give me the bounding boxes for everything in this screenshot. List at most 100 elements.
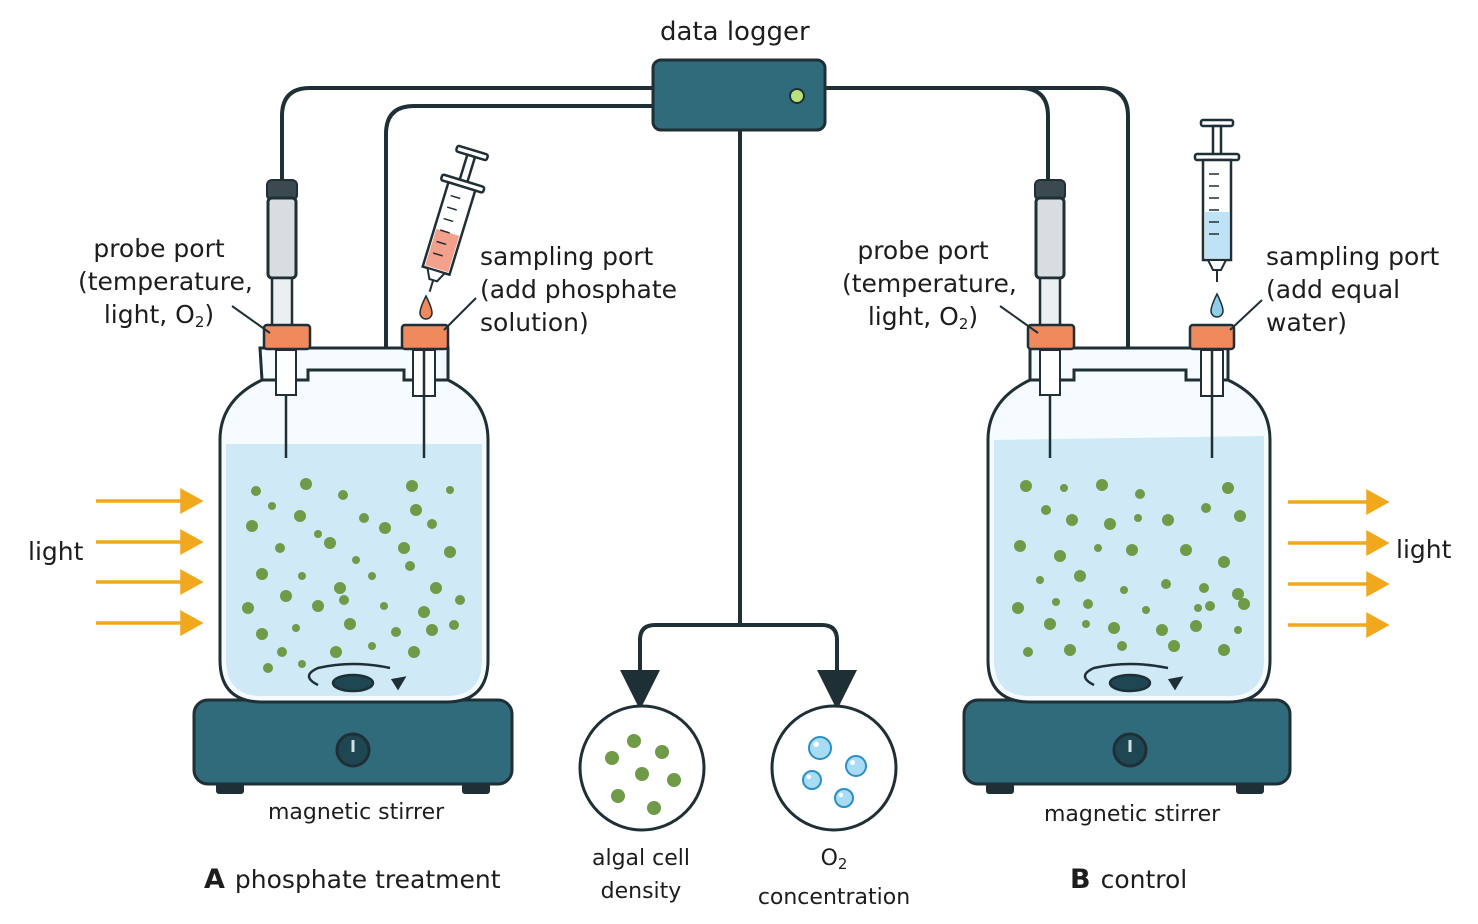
alga-dot [277, 647, 287, 657]
alga-dot [427, 519, 437, 529]
probe-a-icon [266, 179, 298, 458]
o2-bubble-highlight [813, 741, 819, 747]
alga-dot [1044, 618, 1056, 630]
algae-a [242, 478, 465, 673]
alga-dot [1020, 480, 1032, 492]
alga-dot [1023, 647, 1033, 657]
alga-dot [1232, 588, 1244, 600]
alga-dot [1082, 620, 1090, 628]
alga-dot [1104, 518, 1116, 530]
logger-led-icon [789, 88, 805, 104]
cable-b-probe [823, 86, 1050, 185]
alga-dot [1190, 620, 1202, 632]
alga-dot [647, 801, 661, 815]
alga-dot [1234, 626, 1242, 634]
alga-dot [1083, 599, 1093, 609]
probe-b-icon [1034, 179, 1066, 458]
alga-dot [1060, 484, 1068, 492]
alga-dot [1014, 540, 1026, 552]
alga-dot [1094, 544, 1102, 552]
alga-dot [1194, 604, 1202, 612]
alga-dot [298, 572, 306, 580]
alga-dot [292, 624, 300, 632]
alga-dot [380, 602, 388, 610]
alga-dot [300, 478, 312, 490]
alga-dot [408, 646, 420, 658]
alga-dot [368, 642, 376, 650]
alga-dot [1012, 602, 1024, 614]
alga-dot [314, 530, 322, 538]
leader-b-sampling [1229, 299, 1263, 331]
stir-bar-b-icon [1083, 662, 1184, 693]
stopper-b-probe-icon [1026, 323, 1076, 351]
alga-dot [1199, 583, 1209, 593]
alga-dot [1066, 514, 1078, 526]
cable-b-jar [823, 86, 1130, 380]
drop-a-icon [419, 294, 433, 320]
o2-bubble-highlight [850, 760, 855, 765]
o2-bubble-highlight [838, 792, 844, 798]
alga-dot [275, 543, 285, 553]
alga-dot [246, 520, 258, 532]
o2-bubble [834, 788, 854, 808]
stirrer-a-icon [192, 698, 514, 794]
alga-dot [1041, 505, 1051, 515]
syringe-a-icon [421, 144, 489, 292]
alga-dot [1117, 641, 1127, 651]
drop-b-icon [1210, 292, 1224, 318]
cable-a-jar [384, 104, 657, 380]
alga-dot [298, 660, 306, 668]
alga-dot [667, 773, 681, 787]
alga-dot [256, 628, 268, 640]
o2-bubble [802, 770, 822, 790]
alga-dot [1074, 570, 1086, 582]
sampling-port-a-label: sampling port (add phosphate solution) [480, 242, 678, 337]
syringe-b-icon [1193, 118, 1241, 282]
alga-dot [410, 504, 422, 516]
alga-dot [344, 618, 356, 630]
sampling-port-a-icon [400, 323, 450, 458]
setup-a [96, 144, 514, 794]
alga-dot [256, 568, 268, 580]
alga-dot [1201, 503, 1211, 513]
o2-bubble-highlight [806, 774, 812, 780]
light-b-label: light [1396, 535, 1452, 564]
alga-dot [1142, 606, 1150, 614]
alga-dot [352, 556, 360, 564]
alga-dot [1238, 598, 1250, 610]
leader-a-probe [231, 305, 271, 334]
alga-dot [627, 734, 641, 748]
alga-dot [635, 767, 649, 781]
alga-dot [1161, 579, 1171, 589]
alga-dot [312, 600, 324, 612]
alga-dot [444, 546, 456, 558]
alga-dot [405, 561, 415, 571]
alga-dot [268, 502, 276, 510]
alga-dot [455, 595, 465, 605]
alga-dot [280, 590, 292, 602]
cable-a-probe [280, 86, 657, 185]
o2-bubbles-sample-icon [770, 704, 898, 832]
alga-dot [1120, 586, 1128, 594]
alga-dot [324, 537, 336, 549]
stir-bar-a-icon [307, 662, 407, 693]
alga-dot [294, 510, 306, 522]
alga-dot [330, 646, 342, 658]
alga-dot [368, 572, 376, 580]
alga-dot [339, 595, 349, 605]
alga-dot [379, 522, 391, 534]
cables [280, 86, 1130, 710]
o2-bubble-dots [802, 736, 867, 808]
alga-dot [391, 627, 401, 637]
probe-port-a-label: probe port (temperature, light, O2) [78, 234, 253, 331]
jar-a-icon [218, 346, 490, 704]
alga-dot [1126, 544, 1138, 556]
alga-dot [1135, 489, 1145, 499]
alga-dot [242, 602, 254, 614]
algal-density-sample-icon [578, 704, 706, 832]
sampling-port-b-label: sampling port (add equal water) [1266, 242, 1440, 337]
o2-concentration-label: O2 concentration [757, 846, 911, 910]
